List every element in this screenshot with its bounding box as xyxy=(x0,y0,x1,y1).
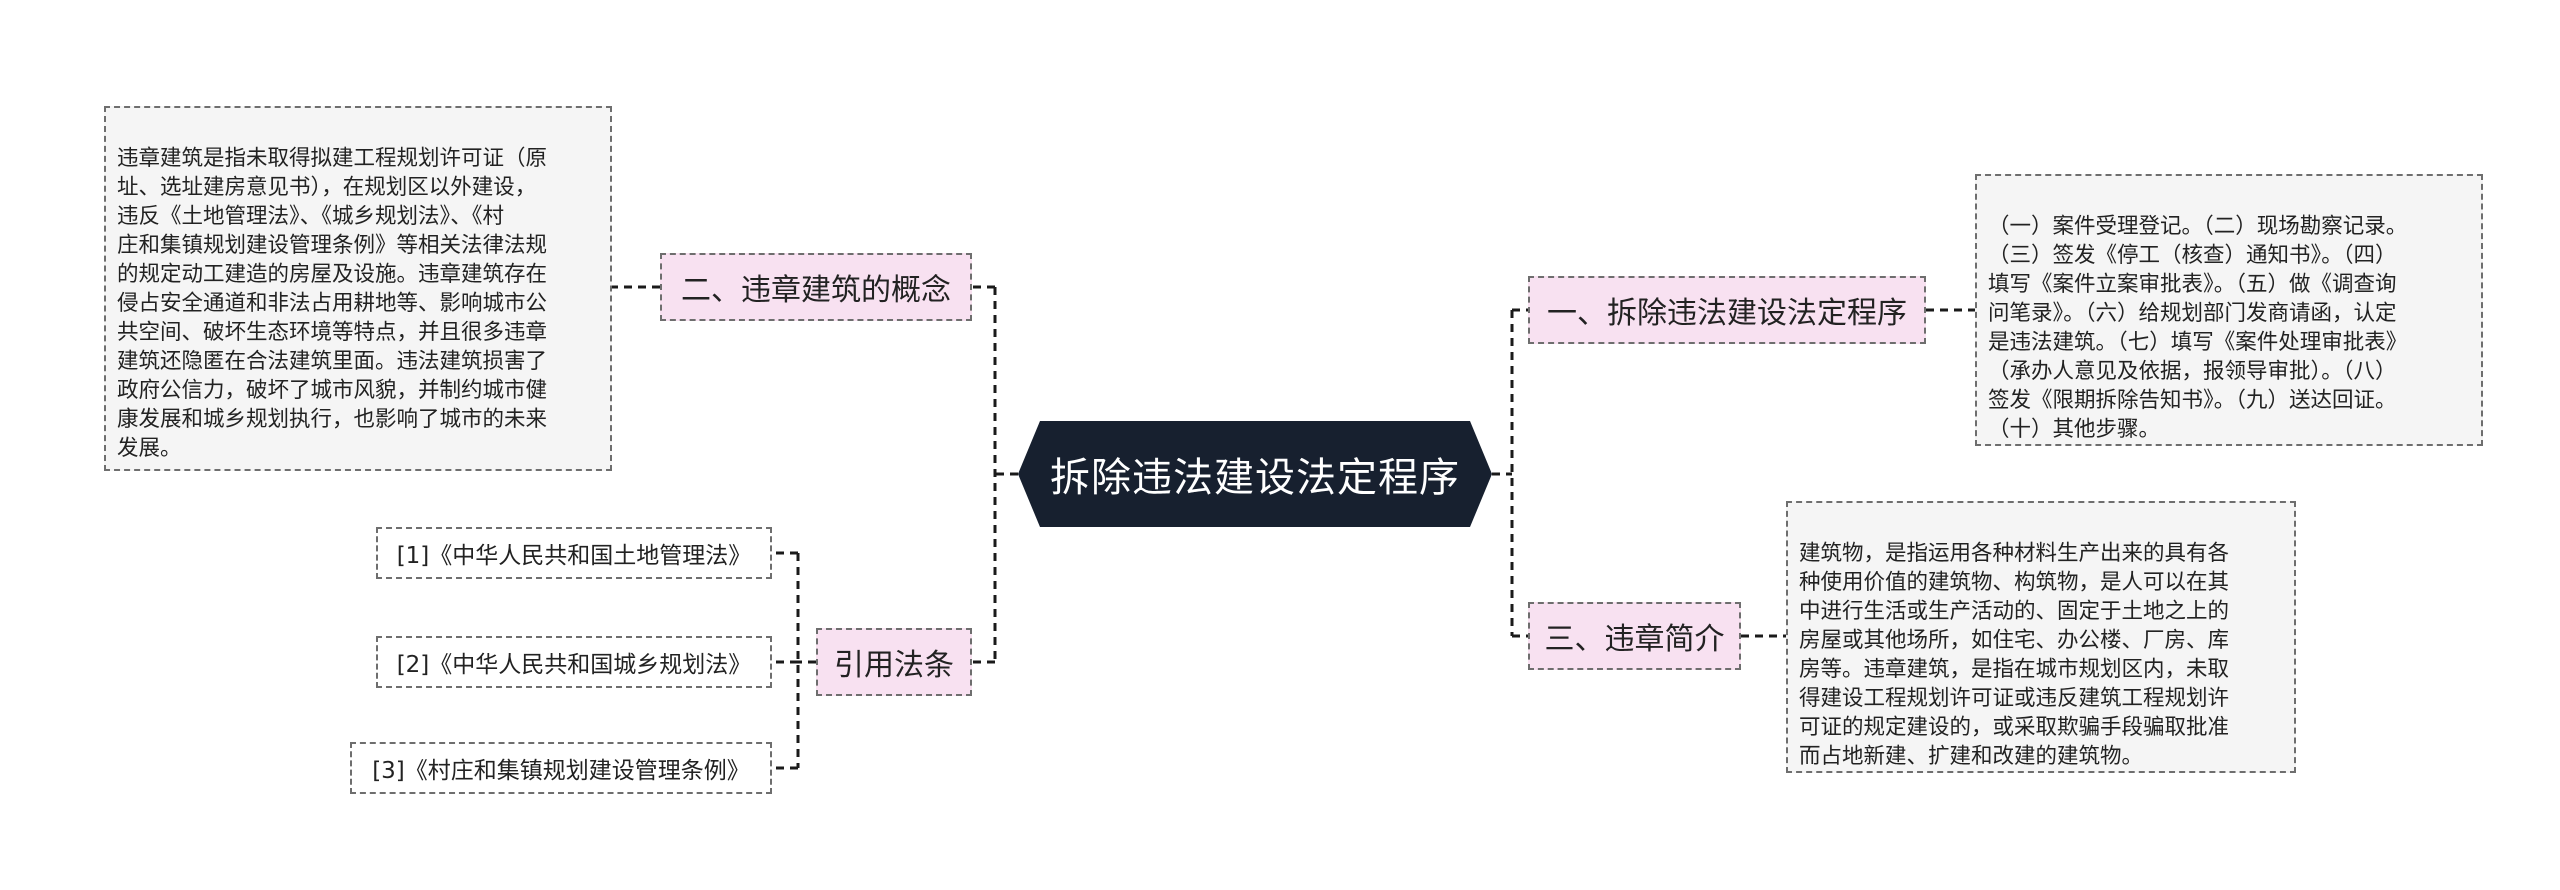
reference-item-text: [2]《中华人民共和国城乡规划法》 xyxy=(396,652,752,678)
reference-item-text: [3]《村庄和集镇规划建设管理条例》 xyxy=(372,758,750,784)
note-concept-text: 违章建筑是指未取得拟建工程规划许可证（原 址、选址建房意见书），在规划区以外建设… xyxy=(117,146,548,461)
topic-citations-label: 引用法条 xyxy=(834,648,954,683)
topic-citations[interactable]: 引用法条 xyxy=(816,628,972,696)
note-concept: 违章建筑是指未取得拟建工程规划许可证（原 址、选址建房意见书），在规划区以外建设… xyxy=(104,106,612,471)
topic-procedure-label: 一、拆除违法建设法定程序 xyxy=(1547,296,1907,331)
note-intro: 建筑物，是指运用各种材料生产出来的具有各 种使用价值的建筑物、构筑物，是人可以在… xyxy=(1786,501,2296,773)
reference-item-text: [1]《中华人民共和国土地管理法》 xyxy=(396,543,752,569)
connector-citations-refs xyxy=(772,551,816,770)
topic-procedure[interactable]: 一、拆除违法建设法定程序 xyxy=(1528,276,1926,344)
topic-concept-label: 二、违章建筑的概念 xyxy=(681,273,951,308)
topic-concept[interactable]: 二、违章建筑的概念 xyxy=(660,253,972,321)
connector-root-left xyxy=(972,285,1018,664)
reference-item[interactable]: [2]《中华人民共和国城乡规划法》 xyxy=(376,636,772,688)
reference-item[interactable]: [3]《村庄和集镇规划建设管理条例》 xyxy=(350,742,772,794)
note-procedure: （一）案件受理登记。（二）现场勘察记录。 （三）签发《停工（核查）通知书》。（四… xyxy=(1975,174,2483,446)
root-topic[interactable]: 拆除违法建设法定程序 xyxy=(1018,421,1492,527)
note-procedure-text: （一）案件受理登记。（二）现场勘察记录。 （三）签发《停工（核查）通知书》。（四… xyxy=(1988,214,2408,442)
root-title: 拆除违法建设法定程序 xyxy=(1050,455,1460,501)
connector-root-right xyxy=(1492,308,1528,638)
note-intro-text: 建筑物，是指运用各种材料生产出来的具有各 种使用价值的建筑物、构筑物，是人可以在… xyxy=(1799,541,2230,769)
topic-intro[interactable]: 三、违章简介 xyxy=(1528,602,1741,670)
reference-item[interactable]: [1]《中华人民共和国土地管理法》 xyxy=(376,527,772,579)
topic-intro-label: 三、违章简介 xyxy=(1544,622,1725,657)
